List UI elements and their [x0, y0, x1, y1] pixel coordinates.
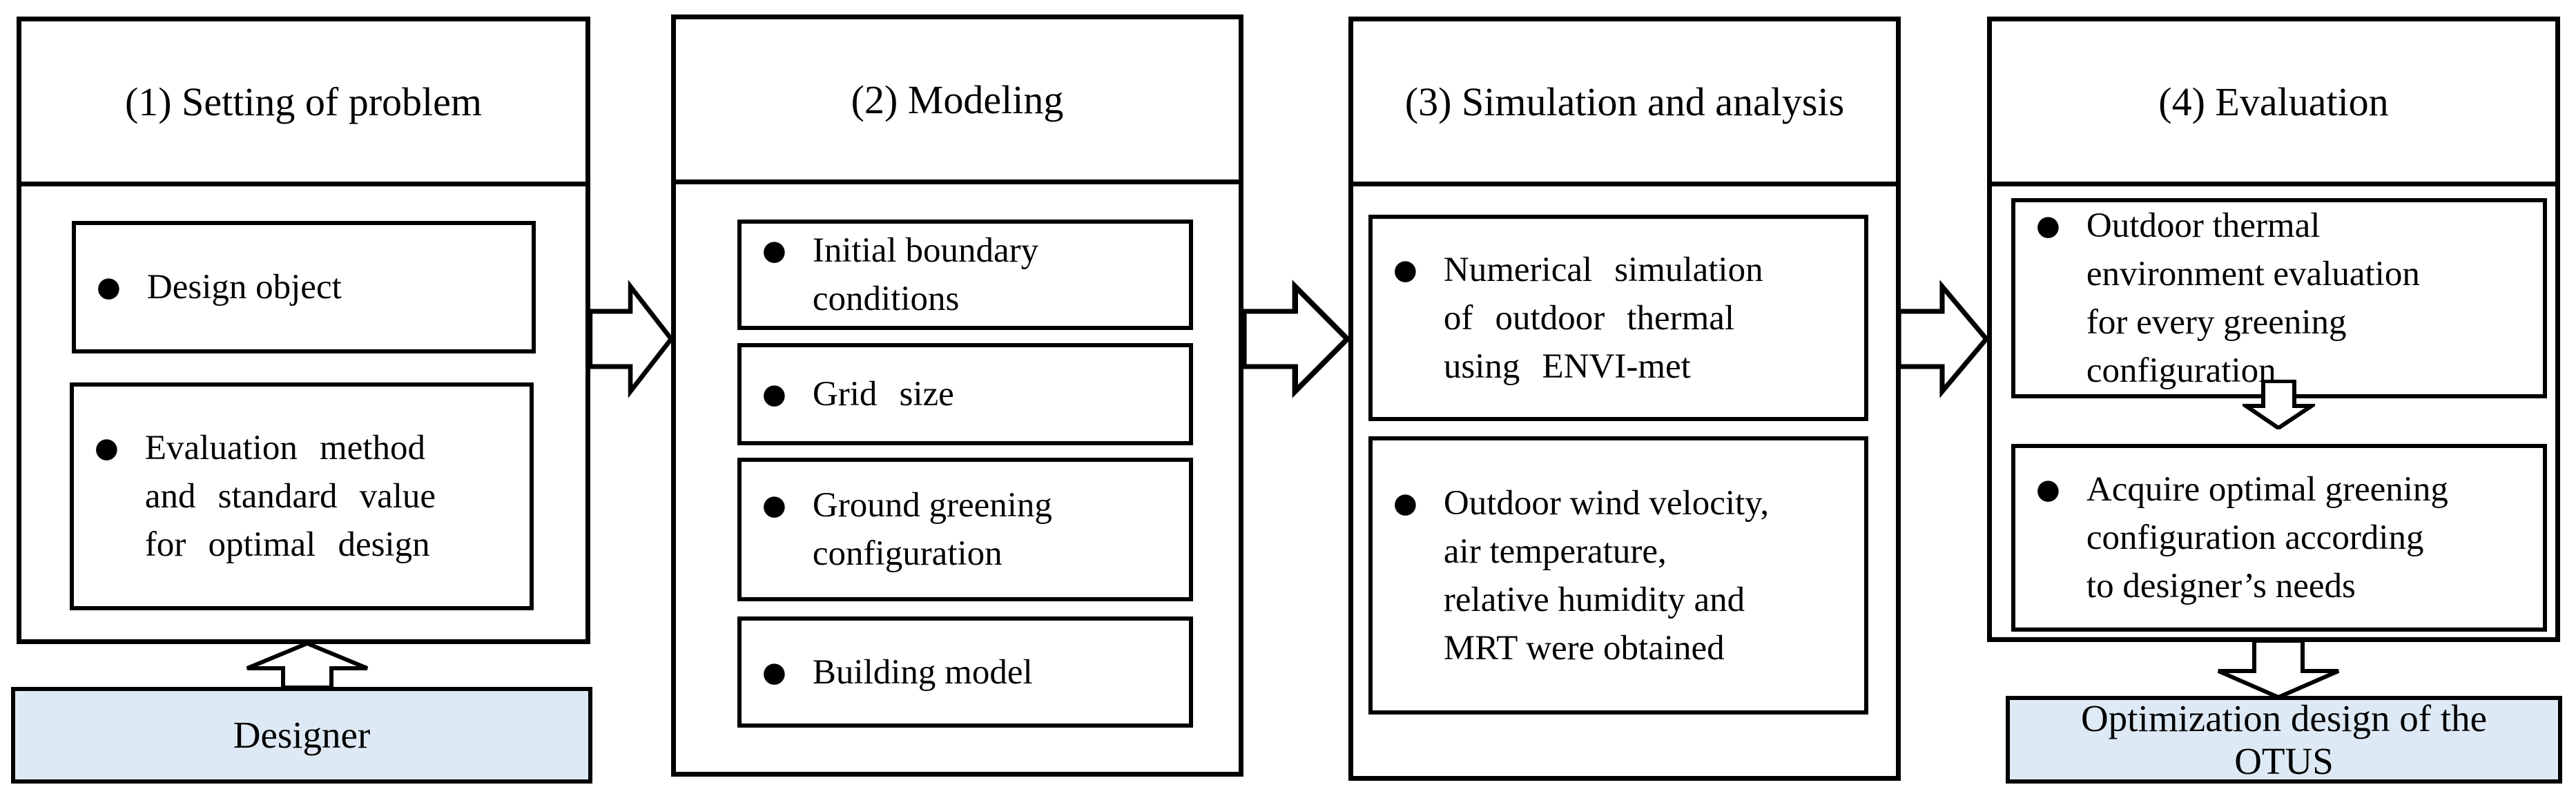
bullet-icon: ●: [95, 432, 119, 464]
optimization-output-box: Optimization design of the OTUS: [2006, 696, 2562, 784]
arrow-right-icon: [1897, 280, 1988, 398]
designer-box: Designer: [11, 687, 592, 784]
bullet-icon: ●: [1393, 487, 1417, 519]
item-text-grid-size: Grid size: [812, 375, 954, 414]
arrow-right-icon: [1242, 280, 1350, 398]
item-text-numerical-simulation: Numerical simulation of outdoor thermal …: [1443, 250, 1763, 386]
item-text-building-model: Building model: [812, 652, 1033, 692]
bullet-icon: ●: [762, 656, 786, 688]
item-text-evaluation-method: Evaluation method and standard value for…: [144, 429, 436, 564]
panel-4-title: (4) Evaluation: [2158, 79, 2389, 124]
arrow-up-icon: [246, 641, 369, 689]
panel-1-header: (1) Setting of problem: [21, 21, 585, 186]
item-text-initial-boundary: Initial boundary conditions: [812, 231, 1039, 318]
item-text-ground-greening: Ground greening configuration: [812, 486, 1052, 573]
bullet-icon: ●: [2036, 474, 2060, 505]
bullet-icon: ●: [762, 378, 786, 410]
panel-3-title: (3) Simulation and analysis: [1404, 79, 1845, 124]
panel-evaluation: (4) Evaluation ● Outdoor thermal environ…: [1987, 17, 2560, 642]
bullet-icon: ●: [1393, 253, 1417, 286]
panel-modeling: (2) Modeling ● Initial boundary conditio…: [671, 14, 1243, 777]
item-box-acquire-optimal: ● Acquire optimal greening configuration…: [2011, 444, 2547, 632]
item-text-acquire-optimal: Acquire optimal greening configuration a…: [2086, 470, 2448, 605]
bullet-icon: ●: [762, 235, 786, 266]
item-box-thermal-evaluation: ● Outdoor thermal environment evaluation…: [2011, 198, 2547, 398]
panel-4-header: (4) Evaluation: [1992, 21, 2555, 186]
panel-1-title: (1) Setting of problem: [124, 79, 483, 124]
item-box-design-object: ● Design object: [72, 221, 536, 353]
arrow-down-icon: [2217, 639, 2340, 699]
item-text-design-object: Design object: [146, 268, 342, 307]
panel-2-header: (2) Modeling: [676, 19, 1239, 184]
optimization-output-label: Optimization design of the OTUS: [2080, 697, 2488, 782]
item-box-ground-greening: ● Ground greening configuration: [737, 458, 1193, 601]
panel-simulation-analysis: (3) Simulation and analysis ● Numerical …: [1348, 17, 1901, 781]
item-box-initial-boundary: ● Initial boundary conditions: [737, 220, 1193, 330]
panel-2-title: (2) Modeling: [851, 77, 1064, 122]
bullet-icon: ●: [2036, 210, 2060, 242]
item-box-numerical-simulation: ● Numerical simulation of outdoor therma…: [1368, 215, 1868, 421]
panel-3-header: (3) Simulation and analysis: [1353, 21, 1896, 186]
item-text-thermal-evaluation: Outdoor thermal environment evaluation f…: [2086, 206, 2420, 390]
item-box-outdoor-variables: ● Outdoor wind velocity, air temperature…: [1368, 436, 1868, 715]
bullet-icon: ●: [97, 271, 121, 303]
item-box-building-model: ● Building model: [737, 616, 1193, 728]
item-box-evaluation-method: ● Evaluation method and standard value f…: [70, 382, 534, 610]
bullet-icon: ●: [762, 489, 786, 521]
arrow-right-icon: [589, 280, 673, 398]
arrow-down-icon: [2243, 380, 2315, 429]
item-box-grid-size: ● Grid size: [737, 343, 1193, 445]
item-text-outdoor-variables: Outdoor wind velocity, air temperature, …: [1443, 483, 1770, 668]
designer-label: Designer: [233, 714, 371, 756]
panel-setting-of-problem: (1) Setting of problem ● Design object ●…: [17, 17, 590, 644]
